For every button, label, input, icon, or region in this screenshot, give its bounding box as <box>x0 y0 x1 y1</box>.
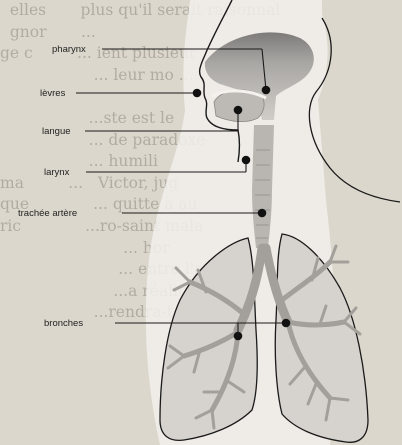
right-lung <box>275 234 368 442</box>
label-levres: lèvres <box>40 88 66 99</box>
label-larynx: larynx <box>44 167 70 178</box>
labels: pharynx lèvres langue larynx trachée art… <box>18 44 86 329</box>
label-trachee-artere: trachée artère <box>18 208 77 219</box>
label-langue: langue <box>42 126 71 137</box>
label-bronches: bronches <box>44 318 83 329</box>
label-pharynx: pharynx <box>52 44 86 55</box>
